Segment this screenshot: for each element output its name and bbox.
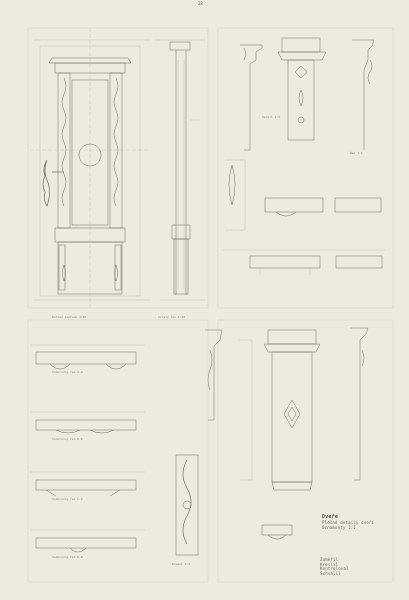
caption-dd: Vodorovný řez D-D [52,555,83,559]
upper-right-details [222,37,385,275]
caption-bb: Vodorovný řez B-B [52,437,83,441]
caption-hardware: Kování 1:1 [172,562,190,566]
lower-right-detail [238,327,369,540]
signature-line: Zaměřil [320,557,339,562]
drawing-title: Dveře [322,514,339,520]
caption-detail: Detail 1:5 [262,115,280,119]
caption-front: Pohled zepředu 1:10 [52,315,87,319]
signature-line: Kreslil [320,561,339,567]
door-front-elevation [30,28,150,310]
signature-line: Schválil [320,570,341,576]
title-block: Dveře Plošné detaily dveří Ornamenty 1:1 [322,514,375,531]
horizontal-sections [30,344,145,553]
middle-profiles [175,329,223,556]
drawing-subtitle: Plošné detaily dveří [322,520,375,525]
caption-cc: Vodorovný řez C-C [52,497,83,501]
caption-section: Svislý řez 1:10 [158,315,185,319]
signature-line: Kontroloval [320,566,349,571]
caption-aa: Vodorovný řez A-A [52,370,83,374]
signature-block: Zaměřil Kreslil Kontroloval Schválil [320,557,349,576]
drawing-note: Ornamenty 1:1 [322,525,356,530]
caption-profile: Řez 1:1 [350,150,363,155]
sheet-number: 28 [198,1,203,6]
vertical-section [155,39,205,301]
